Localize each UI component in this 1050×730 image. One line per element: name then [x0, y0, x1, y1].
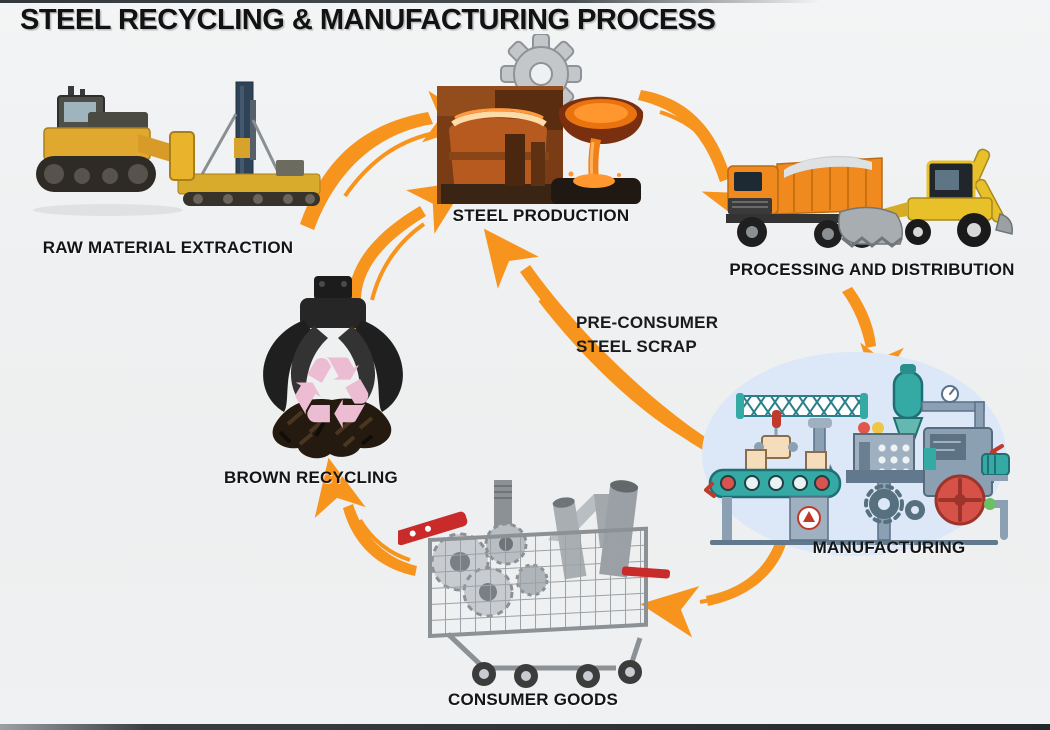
consumer-goods-node — [398, 476, 698, 688]
label-manufacturing: MANUFACTURING — [812, 538, 966, 557]
lattice-boom-icon — [736, 393, 868, 419]
cart-handle-icon — [398, 511, 671, 579]
cart-basket-icon — [428, 526, 648, 639]
label-processing-distribution: PROCESSING AND DISTRIBUTION — [729, 260, 1015, 279]
label-brown-recycling: BROWN RECYCLING — [224, 468, 398, 487]
processing-distribution-illustration — [726, 148, 1013, 248]
brown-recycling-node: ♻ — [240, 276, 425, 464]
scrap-claw-icon — [263, 276, 403, 412]
cart-frame-icon — [446, 632, 643, 671]
label-steel-production: STEEL PRODUCTION — [452, 206, 630, 225]
manufacturing-node — [698, 352, 1010, 570]
bottom-border — [0, 724, 1050, 730]
pre-consumer-scrap-line1: PRE-CONSUMER — [576, 313, 719, 332]
steel-production-illustration — [437, 34, 644, 204]
label-consumer-goods: CONSUMER GOODS — [448, 690, 618, 709]
press-machine-icon — [923, 427, 1004, 526]
label-raw-material-extraction: RAW MATERIAL EXTRACTION — [42, 238, 294, 257]
recycle-symbol-icon: ♻ — [287, 335, 377, 452]
steel-production-node — [435, 34, 647, 206]
drill-rig-icon — [177, 81, 321, 206]
pre-consumer-scrap-label: PRE-CONSUMER STEEL SCRAP — [576, 311, 718, 359]
diagram-title: STEEL RECYCLING & MANUFACTURING PROCESS — [20, 4, 716, 36]
furnace-icon — [437, 86, 563, 204]
top-border — [0, 0, 820, 3]
backhoe-loader-icon — [838, 148, 1013, 248]
motor-icon — [981, 453, 1010, 540]
molten-ladle-icon — [551, 96, 644, 204]
machine-gears-icon — [864, 484, 925, 524]
raw-material-extraction-illustration — [33, 81, 321, 216]
manufacturing-illustration — [702, 352, 1010, 556]
bulldozer-icon — [33, 86, 195, 216]
brown-recycling-illustration: ♻ — [263, 276, 403, 459]
cart-wheels-icon — [472, 660, 642, 688]
conveyor-belt-icon — [704, 468, 842, 541]
pre-consumer-scrap-line2: STEEL SCRAP — [576, 337, 697, 356]
raw-material-extraction-node — [28, 80, 333, 238]
consumer-goods-illustration — [398, 480, 671, 688]
processing-distribution-node — [722, 140, 1020, 260]
conveyor-box-icon — [745, 449, 767, 471]
scrap-pile-icon — [272, 398, 392, 459]
